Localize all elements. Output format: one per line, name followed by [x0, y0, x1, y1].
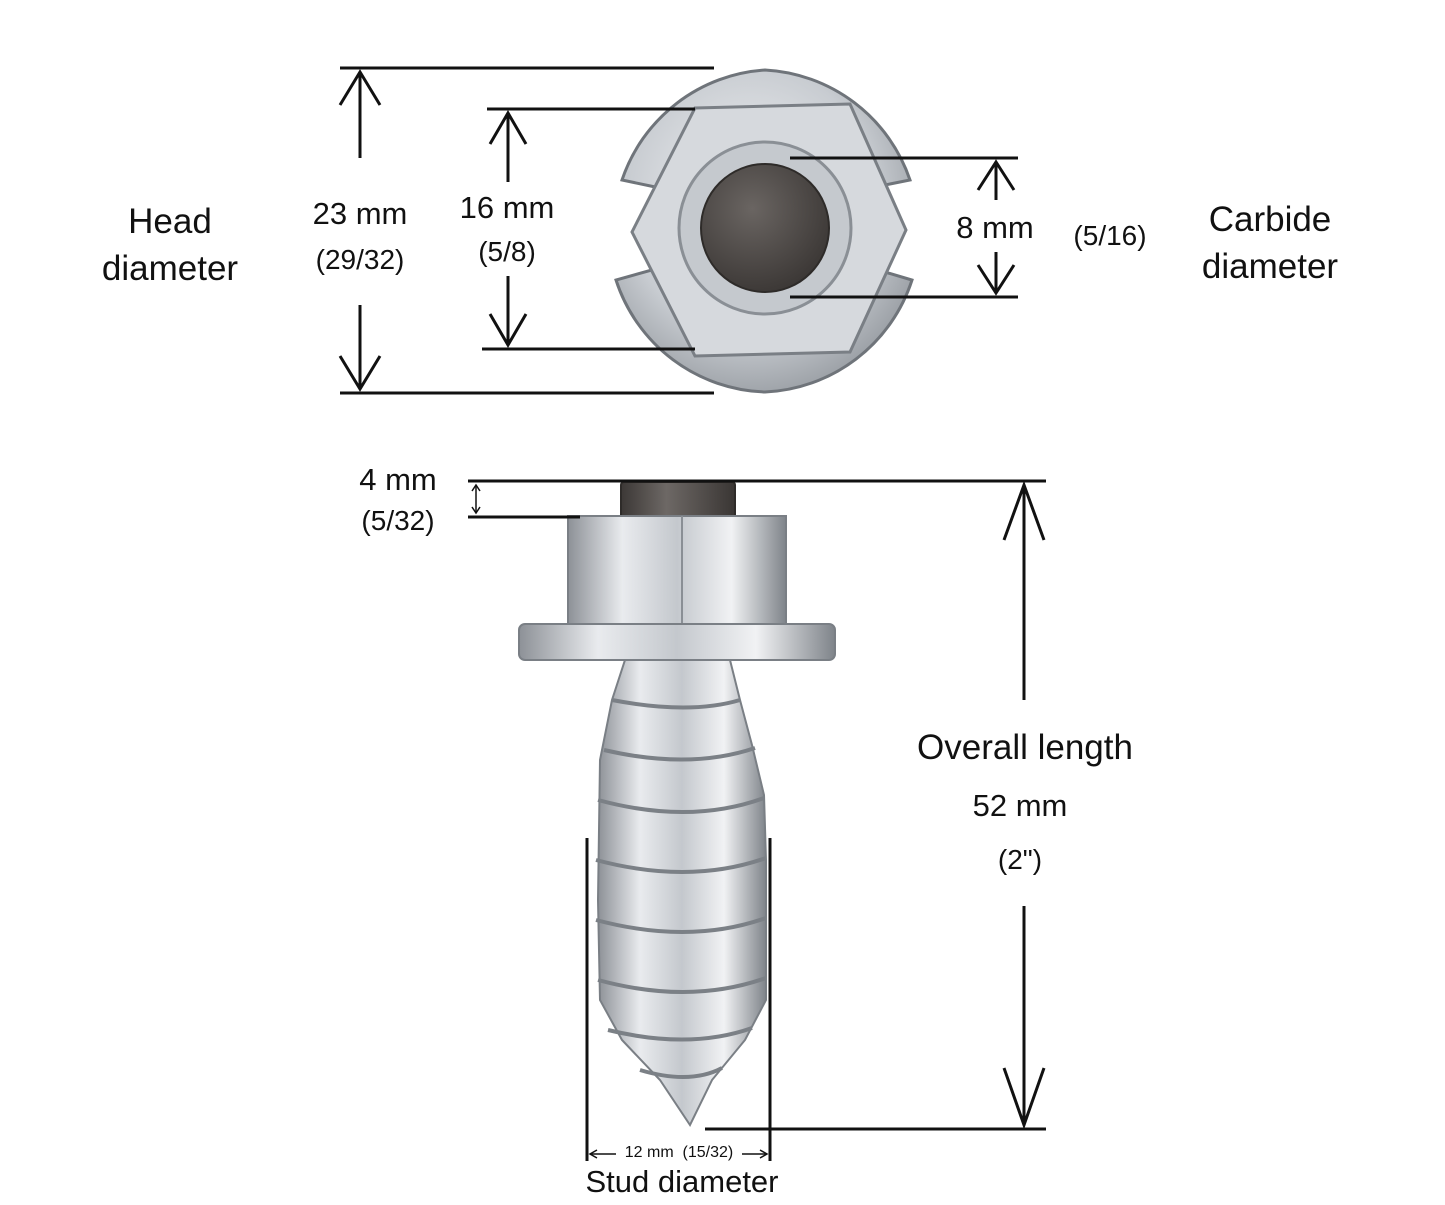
stud-diameter-measure: 12 mm (15/32): [624, 1144, 734, 1161]
carbide-arrowhead-down: [976, 264, 1016, 296]
carbide-tip-top: [700, 163, 830, 293]
carbide-diameter-label-line2: diameter: [1201, 247, 1339, 287]
carbide-tip-side: [620, 481, 736, 519]
head-arrowhead-up: [338, 69, 382, 106]
hex-body-side: [567, 515, 787, 629]
dimension-lines: [338, 66, 1046, 1161]
overall-length-inch: (2"): [997, 844, 1043, 875]
hex-inch: (5/8): [478, 236, 536, 267]
stud-top-view: [614, 68, 914, 394]
flange-side: [518, 623, 836, 661]
thread-ridges: [595, 698, 767, 1079]
head-diameter-label-line2: diameter: [101, 249, 239, 289]
overall-length-label: Overall length: [917, 728, 1133, 767]
overall-arrowhead-up: [1002, 480, 1046, 541]
carbide-diameter-label-line1: Carbide: [1208, 200, 1332, 239]
tip-arrowhead-up: [471, 483, 481, 492]
hex-arrowhead-down: [488, 313, 528, 348]
carbide-diameter-label: Carbide diameter: [1170, 196, 1370, 291]
tip-mm: 4 mm: [359, 462, 437, 497]
overall-length-mm: 52 mm: [972, 788, 1068, 823]
carbide-arrowhead-up: [976, 159, 1016, 191]
tip-arrowhead-down: [471, 506, 481, 515]
carbide-inch: (5/16): [1073, 220, 1147, 251]
threaded-shank: [596, 659, 767, 1128]
head-arrowhead-down: [338, 355, 382, 392]
stud-arrowhead-left: [588, 1149, 598, 1159]
head-diameter-mm: 23 mm: [312, 196, 408, 231]
stud-arrowhead-right: [759, 1149, 769, 1159]
tip-inch: (5/32): [361, 505, 435, 536]
head-diameter-label-line1: Head: [128, 202, 212, 241]
hex-arrowhead-up: [488, 110, 528, 145]
stud-diameter-label: Stud diameter: [585, 1164, 779, 1199]
head-diameter-inch: (29/32): [315, 244, 405, 275]
overall-arrowhead-down: [1002, 1067, 1046, 1130]
head-diameter-label: Head diameter: [70, 198, 270, 293]
carbide-mm: 8 mm: [956, 210, 1034, 245]
stud-side-view: [518, 481, 836, 1128]
hex-mm: 16 mm: [459, 190, 555, 225]
